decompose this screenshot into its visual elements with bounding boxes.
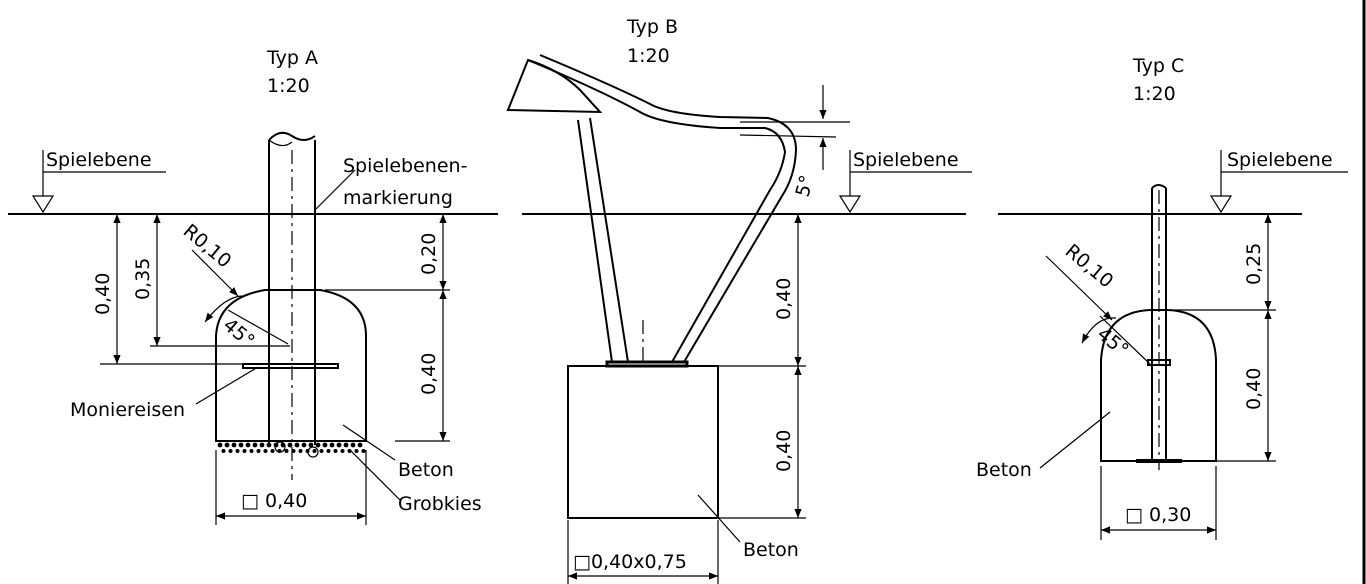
- typ-b-title: Typ B: [626, 16, 678, 38]
- gravel-dot: [336, 442, 342, 448]
- typ-a-gravel-layer: [216, 440, 366, 458]
- typ-c-dim-top: 0,25: [1170, 214, 1276, 311]
- typ-b-detail: Typ B 1:20 Spielebene 5°: [506, 16, 972, 584]
- gravel-dot: [245, 442, 251, 448]
- gravel-dot: [231, 442, 237, 448]
- gravel-dot: [263, 449, 268, 453]
- typ-b-width-text: □0,40x0,75: [573, 551, 687, 573]
- typ-a-dim-foundation-text: 0,40: [418, 353, 440, 395]
- typ-b-bent-bar: [527, 54, 798, 410]
- gravel-dot: [252, 442, 258, 448]
- gravel-dot: [312, 449, 317, 453]
- typ-a-marker-label-1: Spielebenen-: [343, 155, 467, 177]
- typ-b-dim-width: □0,40x0,75: [567, 520, 719, 584]
- typ-c-width-text: □ 0,30: [1125, 504, 1191, 526]
- gravel-dot: [343, 442, 349, 448]
- typ-a-dim-width: □ 0,40: [215, 450, 367, 525]
- typ-b-ground-label: Spielebene: [853, 149, 959, 171]
- typ-a-width-text: □ 0,40: [241, 490, 307, 512]
- typ-c-dim-foundation: 0,40: [1216, 310, 1276, 462]
- typ-c-scale: 1:20: [1133, 83, 1176, 105]
- gravel-dot: [333, 449, 338, 453]
- gravel-dot: [361, 449, 366, 453]
- typ-a-ground-level-symbol: Spielebene: [31, 149, 166, 214]
- typ-b-dim-lower: 0,40: [718, 365, 806, 519]
- typ-a-rebar-label: Moniereisen: [70, 399, 185, 421]
- gravel-dot: [249, 449, 254, 453]
- gravel-dot: [228, 449, 233, 453]
- typ-a-detail: Typ A 1:20 Spielebene: [8, 47, 498, 525]
- typ-b-dim-lower-text: 0,40: [773, 430, 795, 472]
- typ-a-marker-label-2: markierung: [343, 187, 453, 209]
- typ-b-concrete-foundation: [567, 365, 719, 519]
- typ-c-dim-top-text: 0,25: [1243, 243, 1265, 285]
- gravel-dot: [287, 442, 293, 448]
- gravel-dot: [224, 442, 230, 448]
- gravel-dot: [329, 442, 335, 448]
- typ-c-dim-width: □ 0,30: [1100, 466, 1217, 540]
- gravel-dot: [350, 442, 356, 448]
- typ-a-dim-depth-rebar: 0,35: [132, 214, 290, 347]
- gravel-dot: [357, 442, 363, 448]
- typ-a-dim-depth-total: 0,40: [92, 214, 243, 365]
- gravel-dot: [235, 449, 240, 453]
- typ-a-concrete-label: Beton: [398, 459, 454, 481]
- typ-a-title: Typ A: [266, 47, 318, 69]
- gravel-dot: [319, 449, 324, 453]
- typ-a-gravel-dots: [217, 442, 366, 453]
- typ-a-gravel-label: Grobkies: [398, 493, 482, 515]
- gravel-dot: [256, 449, 261, 453]
- gravel-dot: [326, 449, 331, 453]
- gravel-dot: [340, 449, 345, 453]
- gravel-dot: [270, 449, 275, 453]
- gravel-dot: [242, 449, 247, 453]
- gravel-dot: [301, 442, 307, 448]
- typ-a-concrete-foundation: [215, 289, 367, 442]
- typ-c-dim-foundation-text: 0,40: [1243, 368, 1265, 410]
- gravel-dot: [284, 449, 289, 453]
- gravel-dot: [294, 442, 300, 448]
- typ-b-angle: 5°: [739, 85, 850, 200]
- gravel-dot: [308, 442, 314, 448]
- typ-c-radius-label: R0,10: [1061, 240, 1118, 293]
- gravel-dot: [354, 449, 359, 453]
- typ-b-scale: 1:20: [627, 45, 670, 67]
- gravel-dot: [259, 442, 265, 448]
- typ-b-concrete-label: Beton: [743, 539, 799, 561]
- typ-a-dim-depth-rebar-text: 0,35: [132, 258, 154, 300]
- typ-a-dim-top: 0,20: [325, 214, 450, 291]
- typ-a-dim-top-text: 0,20: [418, 233, 440, 275]
- typ-a-rebar: Moniereisen: [70, 363, 339, 421]
- typ-c-post: [1136, 184, 1182, 470]
- typ-a-ground-label: Spielebene: [46, 149, 152, 171]
- gravel-dot: [322, 442, 328, 448]
- typ-b-dim-upper: 0,40: [773, 214, 802, 366]
- typ-a-dim-foundation: 0,40: [395, 290, 450, 442]
- typ-a-scale: 1:20: [267, 75, 310, 97]
- gravel-dot: [298, 449, 303, 453]
- gravel-dot: [315, 442, 321, 448]
- gravel-dot: [238, 442, 244, 448]
- gravel-dot: [217, 442, 223, 448]
- typ-b-ground-level-symbol: Spielebene: [838, 149, 972, 214]
- gravel-dot: [221, 449, 226, 453]
- typ-c-ground-label: Spielebene: [1227, 149, 1333, 171]
- typ-b-dim-upper-text: 0,40: [773, 278, 795, 320]
- typ-a-dim-depth-total-text: 0,40: [92, 273, 114, 315]
- typ-c-concrete-label: Beton: [976, 459, 1032, 481]
- typ-c-detail: Typ C 1:20 Spielebene R0,10 45° 0: [976, 55, 1348, 540]
- typ-a-pipe: [268, 131, 316, 480]
- typ-c-ground-level-symbol: Spielebene: [1209, 149, 1348, 214]
- typ-c-title: Typ C: [1132, 55, 1184, 77]
- typ-b-angle-label: 5°: [792, 173, 819, 200]
